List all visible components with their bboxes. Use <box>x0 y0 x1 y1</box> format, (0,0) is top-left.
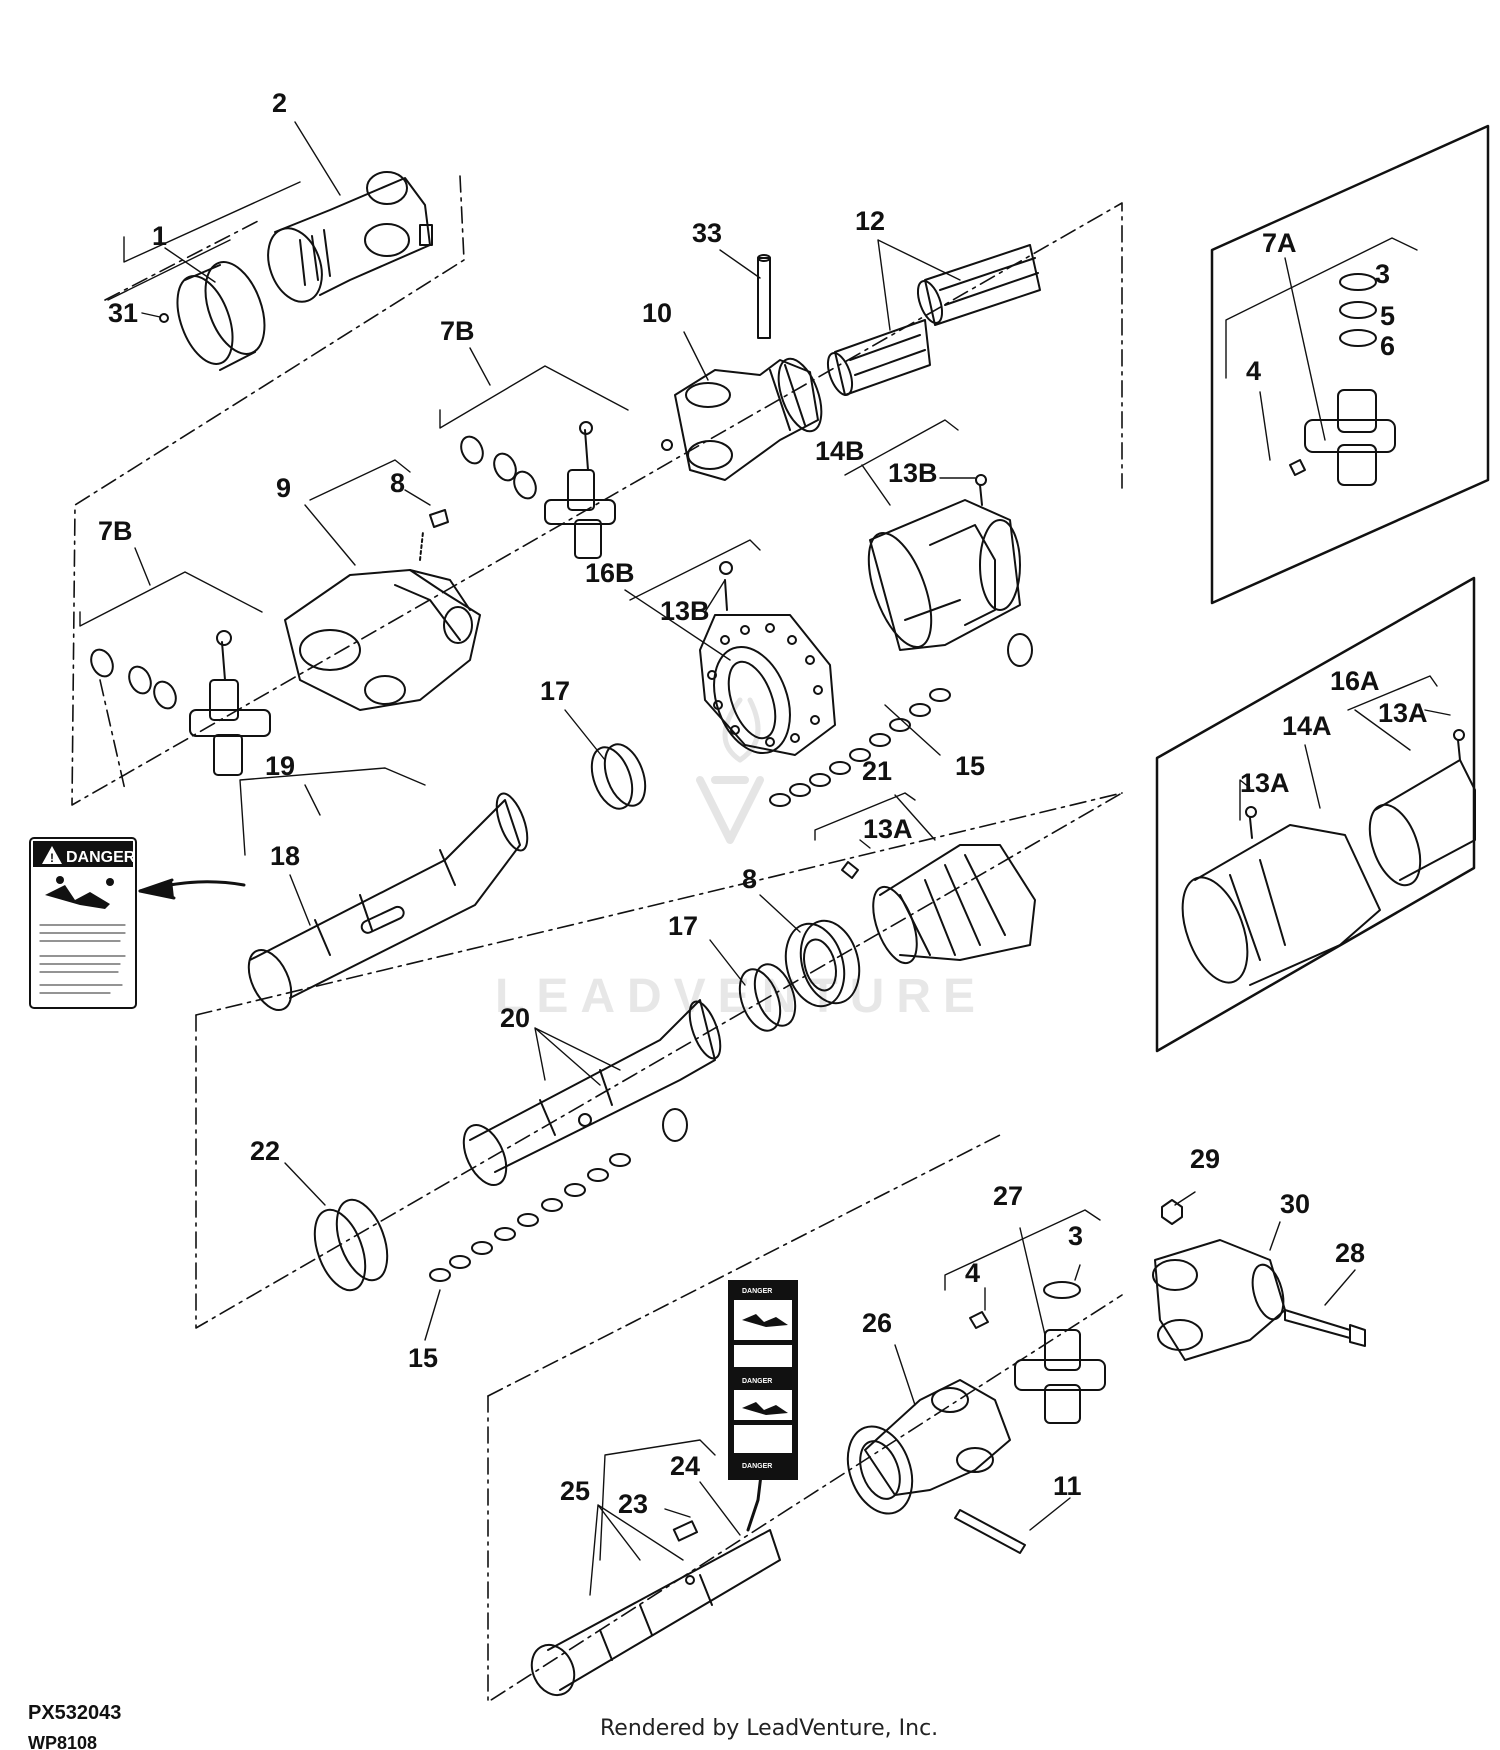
callout-8-top: 8 <box>390 468 405 498</box>
danger-decal-title: DANGER <box>66 849 136 866</box>
callout-labels: 2 1 31 33 12 10 7B 9 8 14B 13B 7B 16B 13… <box>98 88 1428 1519</box>
part-7b-cross-kit-left <box>90 630 271 776</box>
callout-31: 31 <box>108 298 138 328</box>
callout-12: 12 <box>855 206 885 236</box>
part-26-yoke <box>846 1379 1011 1515</box>
callout-3-box: 3 <box>1375 259 1390 289</box>
part-9-clutch-yoke <box>284 569 481 711</box>
tall-decal-label-1: DANGER <box>742 1288 772 1295</box>
callout-10: 10 <box>642 298 672 328</box>
part-27-cross-kit-bottom <box>969 1281 1106 1424</box>
svg-text:!: ! <box>50 851 54 865</box>
callout-15-bottom: 15 <box>408 1343 438 1373</box>
part-31-grease-fitting <box>159 313 169 323</box>
part-7b-cross-kit-top <box>460 421 616 559</box>
callout-20: 20 <box>500 1003 530 1033</box>
callout-18: 18 <box>270 841 300 871</box>
part-7a-cross-kit-inset <box>1289 273 1396 486</box>
group-outlines <box>71 175 1123 1703</box>
part-18-outer-guard-tube <box>247 792 529 1011</box>
callout-25: 25 <box>560 1476 590 1506</box>
callout-27: 27 <box>993 1181 1023 1211</box>
callout-16b: 16B <box>585 558 635 588</box>
callout-26: 26 <box>862 1308 892 1338</box>
callout-28: 28 <box>1335 1238 1365 1268</box>
part-14a-16a-shield-inset <box>1181 729 1476 986</box>
callout-5-box: 5 <box>1380 301 1395 331</box>
callout-2: 2 <box>272 88 287 118</box>
callout-19: 19 <box>265 751 295 781</box>
callout-13a-box-right: 13A <box>1378 698 1428 728</box>
callout-16a: 16A <box>1330 666 1380 696</box>
callout-30: 30 <box>1280 1189 1310 1219</box>
callout-7b-left: 7B <box>98 516 133 546</box>
callout-17-top: 17 <box>540 676 570 706</box>
callout-14a: 14A <box>1282 711 1332 741</box>
part-20-inner-guard-tube <box>462 999 722 1186</box>
part-29-lock-nut <box>1161 1199 1183 1225</box>
inset-box-14a <box>1155 576 1476 1053</box>
callout-8-mid: 8 <box>742 864 757 894</box>
callout-11: 11 <box>1053 1471 1082 1501</box>
watermark-text: LEADVENTURE <box>495 970 987 1023</box>
callout-3-bottom: 3 <box>1068 1221 1083 1251</box>
part-15-chain-bottom <box>429 1108 688 1282</box>
callout-1: 1 <box>152 221 167 251</box>
callout-24: 24 <box>670 1451 700 1481</box>
watermark: LEADVENTURE <box>495 697 987 1023</box>
part-11-pin <box>954 1509 1026 1554</box>
callout-23: 23 <box>618 1489 648 1519</box>
part-24-25-shaft <box>530 1520 781 1697</box>
parts <box>90 171 1476 1697</box>
callout-33: 33 <box>692 218 722 248</box>
callout-13b-top: 13B <box>888 458 938 488</box>
callout-7b-top: 7B <box>440 316 475 346</box>
callout-9: 9 <box>276 473 291 503</box>
callout-4-box: 4 <box>1246 356 1261 386</box>
callout-4-bottom: 4 <box>965 1258 980 1288</box>
danger-decal: ! DANGER <box>29 837 137 1009</box>
part-28-bolt <box>1284 1309 1366 1347</box>
part-15-chain-top <box>769 633 1033 807</box>
part-22-end-cap <box>313 1198 389 1292</box>
part-12-profile-tubes <box>826 244 1041 396</box>
leaders <box>79 121 1451 1596</box>
part-33-pin <box>757 254 771 339</box>
tall-decal-label-3: DANGER <box>742 1463 772 1470</box>
part-30-yoke <box>1152 1239 1286 1361</box>
part-8-grease-fitting-top <box>419 509 449 561</box>
render-credit: Rendered by LeadVenture, Inc. <box>600 1716 939 1741</box>
callout-14b: 14B <box>815 436 865 466</box>
part-1-ring <box>176 261 266 371</box>
callout-13a-mid: 13A <box>863 814 913 844</box>
part-8-collar-mid <box>784 919 861 1008</box>
callout-21: 21 <box>862 756 892 786</box>
inset-box-7a <box>1210 124 1490 605</box>
callout-29: 29 <box>1190 1144 1220 1174</box>
inset-boxes <box>1155 124 1490 1053</box>
diagram-id-secondary: WP8108 <box>28 1733 98 1750</box>
part-21-bellow-shield <box>841 844 1036 965</box>
part-10-yoke <box>661 357 823 481</box>
callout-17-mid: 17 <box>668 911 698 941</box>
tall-danger-decal: DANGER DANGER DANGER <box>728 1280 798 1480</box>
diagram-id: PX532043 <box>28 1702 122 1724</box>
part-14b-shield-cone <box>867 474 1021 651</box>
callout-22: 22 <box>250 1136 280 1166</box>
callout-15-top: 15 <box>955 751 985 781</box>
part-17-bearing-ring-mid <box>738 963 797 1032</box>
part-2-yoke <box>267 171 433 303</box>
callout-7a: 7A <box>1262 228 1297 258</box>
callout-6-box: 6 <box>1380 331 1395 361</box>
callout-13a-box-left: 13A <box>1240 768 1290 798</box>
part-17-bearing-ring-top <box>590 743 647 810</box>
part-16b-bearing-shield <box>699 561 836 756</box>
callout-13b-mid: 13B <box>660 596 710 626</box>
tall-decal-label-2: DANGER <box>742 1378 772 1385</box>
